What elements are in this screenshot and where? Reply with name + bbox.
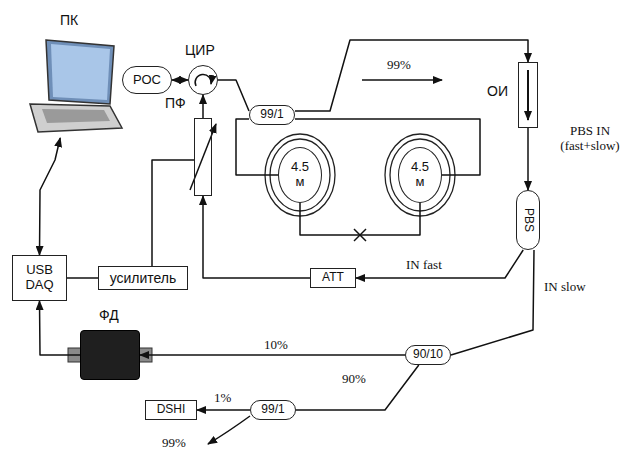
laptop-display — [51, 44, 110, 100]
laptop-base — [30, 104, 122, 132]
fiber-connector — [296, 365, 419, 410]
edge-label: IN slow — [542, 280, 588, 295]
isolator-arrow — [527, 70, 529, 120]
fiber-connector — [40, 138, 61, 255]
fiber-coil: 4.5 м — [398, 147, 442, 203]
tunable-filter: ПФ — [194, 118, 212, 196]
laptop-screen — [46, 40, 114, 104]
direction-arrow — [362, 79, 442, 81]
fiber-connector — [218, 80, 249, 111]
circulator: ЦИР — [188, 65, 218, 95]
node-text: PBS — [521, 208, 535, 232]
edge-label: 1% — [212, 391, 233, 406]
pbs-splitter: PBS — [516, 190, 540, 250]
isolator: ОИ — [518, 62, 538, 128]
node-text: ФД — [99, 307, 119, 323]
node-text: ЦИР — [185, 42, 215, 58]
laser-box: РОС — [122, 66, 172, 94]
laptop: ПК — [28, 38, 120, 138]
amplifier-box: усилитель — [98, 266, 188, 290]
node-text: DSHI — [157, 403, 186, 417]
edge-label: IN fast — [404, 258, 444, 273]
fiber-connector — [300, 203, 420, 235]
fiber-connector — [202, 95, 204, 118]
fiber-coil: 4.5 м — [278, 147, 322, 203]
edge-label: 10% — [262, 338, 290, 353]
fiber-connector — [295, 40, 528, 111]
laptop-keyboard — [42, 109, 110, 123]
fiber-connector — [140, 354, 405, 356]
node-text: USB DAQ — [18, 263, 62, 293]
coil-winding — [390, 139, 450, 211]
circulator-arrow — [195, 74, 211, 86]
attenuator-box: ATT — [310, 268, 356, 288]
edge-label: 90% — [340, 372, 368, 387]
daq-box: USB DAQ — [12, 255, 67, 301]
fiber-connector — [236, 119, 278, 175]
node-text: 99/1 — [260, 108, 283, 122]
node-text: 99/1 — [261, 403, 284, 417]
output-arrow — [208, 416, 250, 444]
node-text: ОИ — [487, 83, 508, 99]
fiber-connector — [152, 160, 194, 266]
node-text: ПФ — [165, 95, 186, 111]
dshi-box: DSHI — [145, 400, 197, 420]
node-text: РОС — [133, 73, 161, 88]
fiber-connector — [172, 79, 188, 81]
fiber-connector — [40, 301, 81, 355]
node-text: ATT — [322, 271, 344, 285]
fiber-connector — [527, 128, 529, 190]
text-label: 99% — [385, 58, 413, 73]
fiber-connector — [197, 409, 250, 411]
text-label: 99% — [160, 436, 188, 451]
fiber-connector — [203, 196, 310, 278]
coil-winding — [270, 139, 330, 211]
text-label: PBS IN (fast+slow) — [546, 124, 634, 154]
node-text: ПК — [60, 12, 78, 28]
node-text: 4.5 м — [406, 160, 434, 190]
node-text: 4.5 м — [286, 160, 314, 190]
photodetector: ФД — [80, 330, 140, 380]
node-text: 90/10 — [413, 348, 443, 362]
fiber-connector — [451, 250, 534, 355]
node-text: усилитель — [110, 270, 177, 286]
fiber-connector — [67, 277, 98, 279]
coupler: 90/10 — [405, 345, 451, 365]
coupler: 99/1 — [249, 105, 295, 125]
coupler: 99/1 — [250, 400, 296, 420]
fiber-connector — [356, 250, 523, 278]
fiber-connector — [295, 119, 480, 175]
